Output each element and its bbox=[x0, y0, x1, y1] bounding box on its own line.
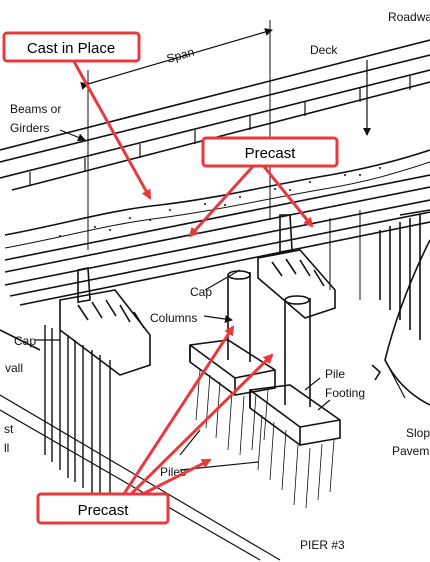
columns-label: Columns bbox=[150, 311, 197, 325]
cap-left-label: Cap bbox=[14, 334, 36, 348]
precast-bottom-arrow-2 bbox=[123, 353, 274, 502]
roadway-label: Roadwa bbox=[388, 10, 430, 24]
wall-label: vall bbox=[5, 361, 23, 375]
cap-center-label: Cap bbox=[190, 285, 212, 299]
slope-label-line1: Slop bbox=[406, 426, 430, 440]
piles-label: Piles bbox=[160, 465, 186, 479]
cast-in-place-text: Cast in Place bbox=[27, 40, 115, 57]
pier-label: PIER #3 bbox=[300, 538, 345, 552]
diagram-labels: Roadwa Span Deck Beams or Girders Cap va… bbox=[4, 10, 430, 552]
beams-label-line2: Girders bbox=[10, 121, 49, 135]
beams-label-line1: Beams or bbox=[10, 102, 61, 116]
callout-cast-in-place: Cast in Place bbox=[2, 31, 141, 63]
precast-bottom-text: Precast bbox=[78, 502, 130, 519]
line-art bbox=[0, 20, 430, 561]
precast-top-arrow-left bbox=[188, 162, 257, 238]
precast-top-arrow-right bbox=[260, 163, 314, 228]
pile-label: Pile bbox=[325, 367, 345, 381]
deck-label: Deck bbox=[310, 43, 338, 57]
span-label: Span bbox=[165, 45, 196, 66]
left-st-label: st bbox=[4, 422, 14, 436]
cast-in-place-arrow bbox=[70, 57, 152, 200]
callout-precast-top: Precast bbox=[201, 136, 339, 168]
left-ll-label: ll bbox=[4, 441, 9, 455]
callout-precast-bottom: Precast bbox=[36, 492, 170, 525]
precast-top-text: Precast bbox=[245, 145, 297, 162]
footing-label: Footing bbox=[325, 386, 365, 400]
slope-label-line2: Pavem bbox=[392, 444, 429, 458]
callout-arrows bbox=[70, 57, 314, 505]
precast-bottom-arrow-1 bbox=[118, 325, 235, 501]
